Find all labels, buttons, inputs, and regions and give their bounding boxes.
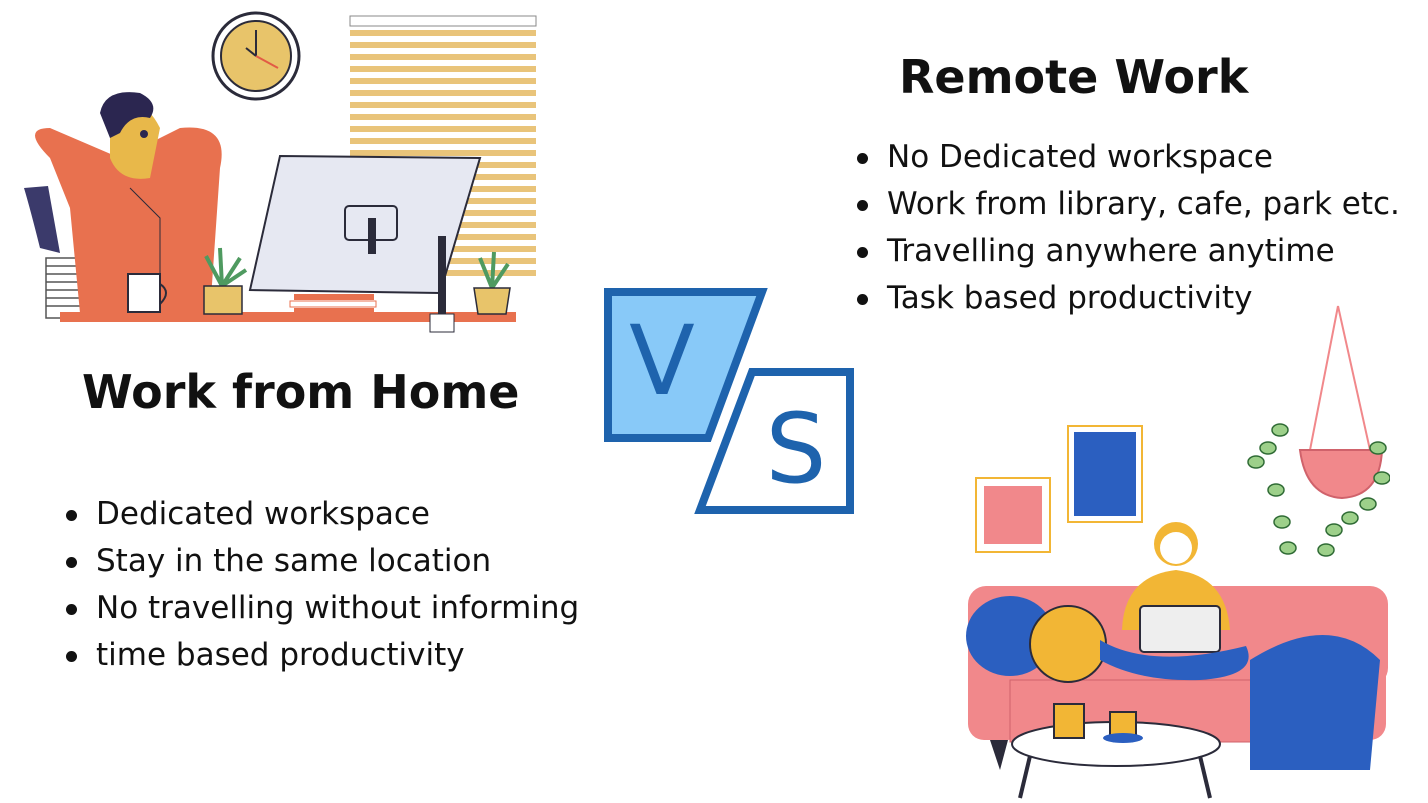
home-office-illustration [24,11,537,333]
list-item: Dedicated workspace [66,491,579,538]
vs-badge: V S [604,288,854,514]
list-item: Task based productivity [857,275,1400,322]
desk-plant-left [203,247,248,315]
list-item: No travelling without informing [66,585,579,632]
coffee-table [1011,703,1221,799]
list-item: Work from library, cafe, park etc. [857,181,1400,228]
vs-right-panel [694,368,854,514]
work-from-home-list: Dedicated workspace Stay in the same loc… [66,491,579,679]
computer-monitor [248,154,482,333]
man-figure [35,92,222,313]
wall-frame-blue [1067,425,1143,523]
vs-letter-v: V [629,305,695,417]
wall-frame-pink [975,477,1051,553]
desk [60,312,516,322]
work-from-home-title: Work from Home [82,365,520,419]
list-item: Travelling anywhere anytime [857,228,1400,275]
desk-plant-right [473,251,511,315]
blanket [1250,635,1380,770]
remote-work-list: No Dedicated workspace Work from library… [857,134,1400,322]
vs-left-panel [604,288,768,442]
list-item: time based productivity [66,632,579,679]
list-item: Stay in the same location [66,538,579,585]
coffee-mug [127,273,167,313]
cushion-yellow [1029,605,1107,683]
hanging-plant-icon [1247,305,1390,557]
wall-clock-icon [211,11,301,101]
remote-sofa-illustration [966,305,1390,799]
woman-figure [1100,522,1249,681]
vs-letter-s: S [766,393,827,505]
list-item: No Dedicated workspace [857,134,1400,181]
remote-work-title: Remote Work [899,50,1249,104]
book-stack [289,294,377,313]
